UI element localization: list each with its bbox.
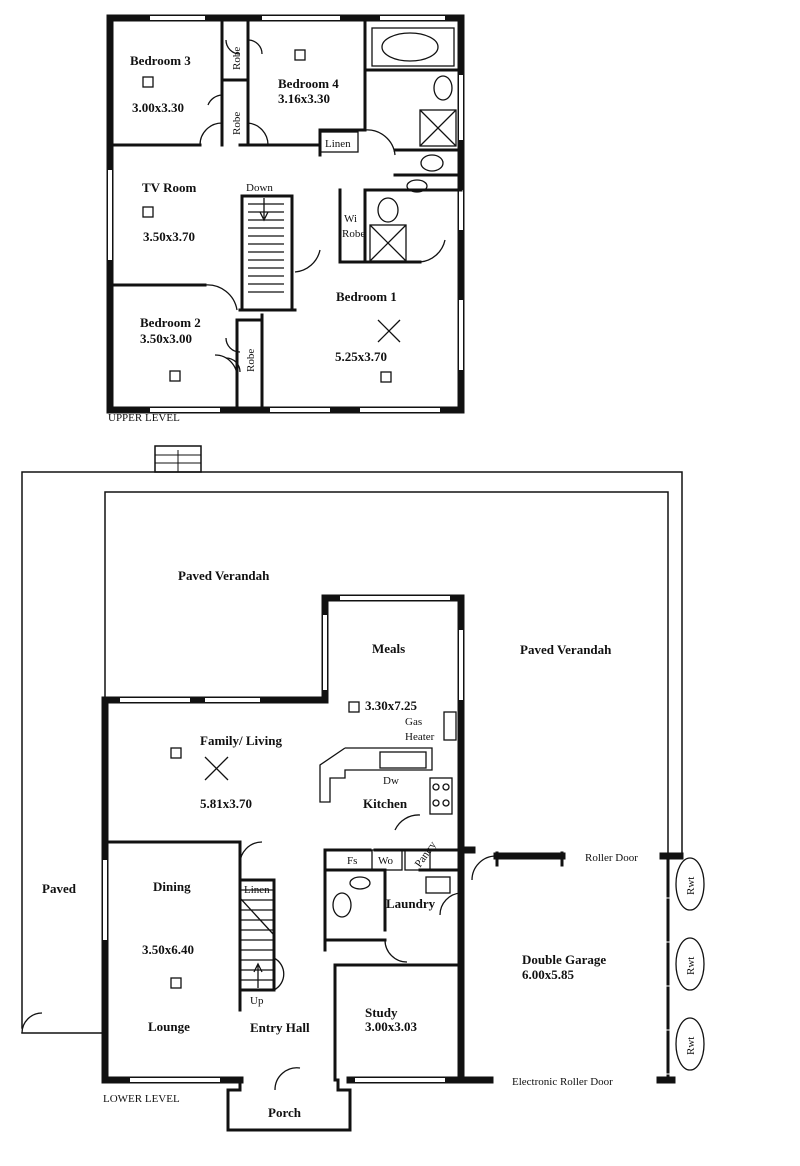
upper-level-label: UPPER LEVEL xyxy=(108,412,180,424)
robe-label-c: Robe xyxy=(245,349,257,372)
dw-label: Dw xyxy=(383,775,399,787)
bedroom1-name: Bedroom 1 xyxy=(336,289,397,304)
ceiling-fan-icon xyxy=(377,319,401,343)
rwt-label-1: Rwt xyxy=(685,877,697,895)
upper-linen-label: Linen xyxy=(325,138,351,150)
meals-name: Meals xyxy=(372,641,405,656)
paved-verandah-right: Paved Verandah xyxy=(520,642,612,657)
study-size: 3.00x3.03 xyxy=(365,1019,418,1034)
garage-size: 6.00x5.85 xyxy=(522,967,575,982)
ceiling-fan-icon-lower xyxy=(204,756,229,781)
rwt-label-3: Rwt xyxy=(685,1037,697,1055)
kitchen-label: Kitchen xyxy=(363,796,408,811)
robe-label-b: Robe xyxy=(231,112,243,135)
porch-label: Porch xyxy=(268,1105,302,1120)
family-size: 5.81x3.70 xyxy=(200,796,252,811)
lower-outer-wall xyxy=(101,594,465,1084)
lounge-label: Lounge xyxy=(148,1019,190,1034)
robe-label-a: Robe xyxy=(231,47,243,70)
tv-room-name: TV Room xyxy=(142,180,196,195)
gas-heater-label-2: Heater xyxy=(405,731,435,743)
pantry-label: Pantry xyxy=(413,839,440,870)
garage-name: Double Garage xyxy=(522,952,606,967)
stairs-down-label: Down xyxy=(246,182,273,194)
bedroom4-name: Bedroom 4 xyxy=(278,76,339,91)
bedroom1-size: 5.25x3.70 xyxy=(335,349,387,364)
bedroom4-size: 3.16x3.30 xyxy=(278,91,330,106)
upper-level: Bedroom 3 3.00x3.30 Bedroom 4 3.16x3.30 … xyxy=(106,14,465,424)
wi-robe-label-1: Wi xyxy=(344,213,357,225)
roller-door-label: Roller Door xyxy=(585,852,638,864)
bedroom3-name: Bedroom 3 xyxy=(130,53,191,68)
bedroom2-size: 3.50x3.00 xyxy=(140,331,192,346)
lower-linen-label: Linen xyxy=(244,884,270,896)
rainwater-tanks xyxy=(675,857,705,1071)
dining-size: 3.50x6.40 xyxy=(142,942,194,957)
bedroom3-size: 3.00x3.30 xyxy=(132,100,184,115)
lower-level: Rwt Rwt Rwt Paved Verandah Paved Veranda… xyxy=(21,445,705,1132)
study-name: Study xyxy=(365,1005,398,1020)
laundry-label: Laundry xyxy=(386,896,436,911)
lower-stairs xyxy=(238,878,276,992)
gas-heater-label-1: Gas xyxy=(405,716,422,728)
porch-wall xyxy=(226,1078,352,1132)
rwt-label-2: Rwt xyxy=(685,957,697,975)
paved-verandah-left: Paved Verandah xyxy=(178,568,270,583)
paved-label: Paved xyxy=(42,881,77,896)
lower-level-label: LOWER LEVEL xyxy=(103,1093,180,1105)
fs-label: Fs xyxy=(347,855,357,867)
bath-fixtures xyxy=(319,27,457,262)
bedroom2-name: Bedroom 2 xyxy=(140,315,201,330)
tv-room-size: 3.50x3.70 xyxy=(143,229,195,244)
wo-label: Wo xyxy=(378,855,394,867)
entry-hall-label: Entry Hall xyxy=(250,1020,310,1035)
wi-robe-label-2: Robe xyxy=(342,228,365,240)
meals-size: 3.30x7.25 xyxy=(365,698,418,713)
electronic-roller-door-label: Electronic Roller Door xyxy=(512,1076,613,1088)
dining-name: Dining xyxy=(153,879,191,894)
stairs-up-label: Up xyxy=(250,995,264,1007)
upper-stairs xyxy=(240,194,294,312)
family-name: Family/ Living xyxy=(200,733,282,748)
